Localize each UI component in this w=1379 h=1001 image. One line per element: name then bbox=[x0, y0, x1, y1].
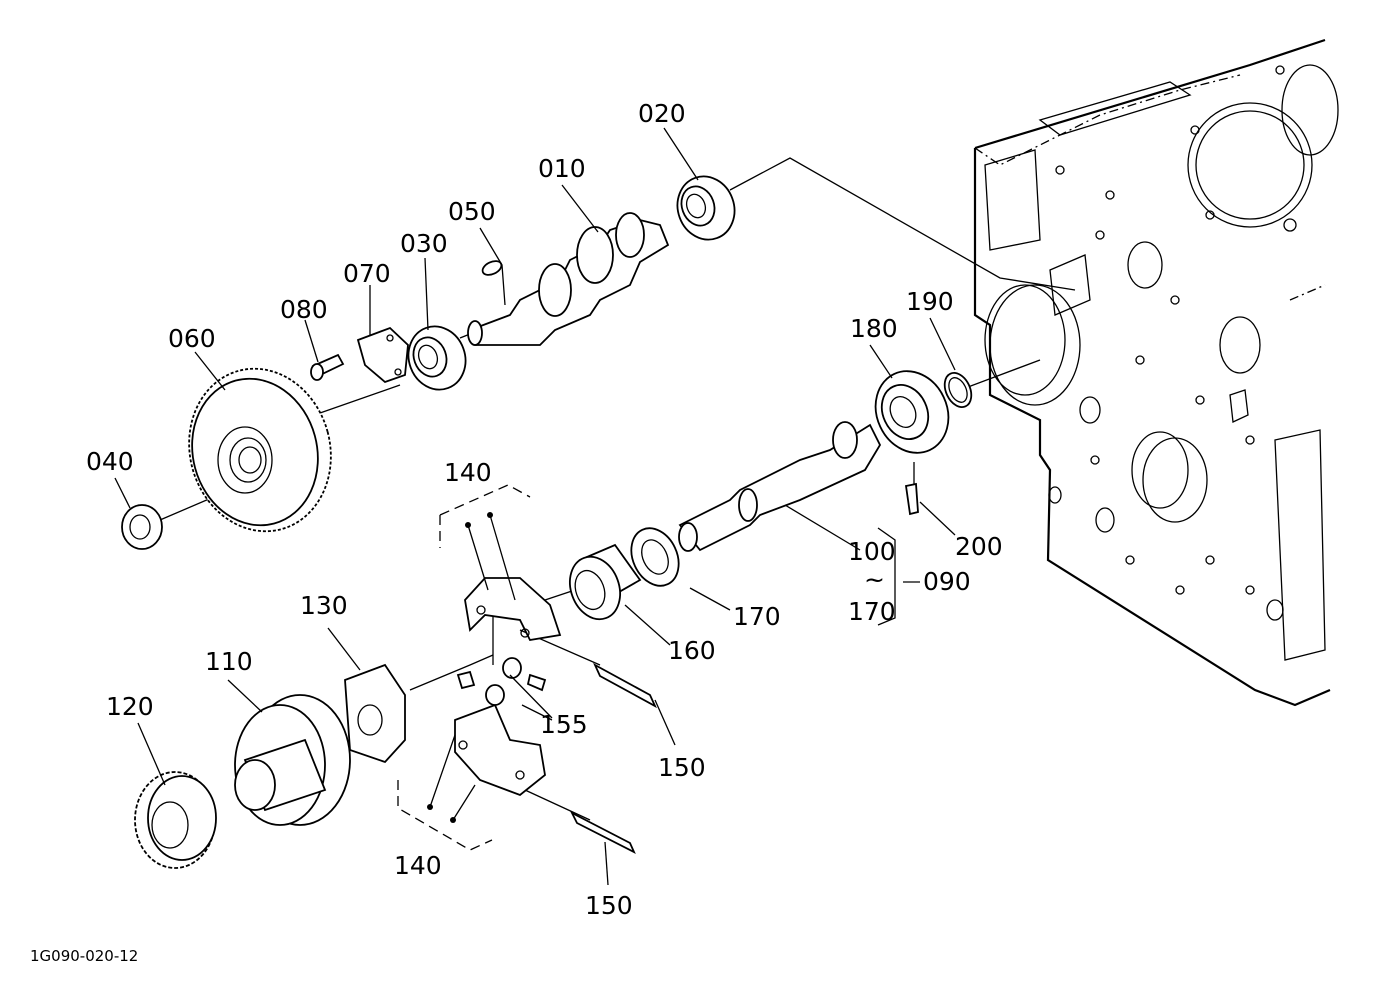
circlip-190 bbox=[943, 372, 973, 408]
label-020: 020 bbox=[638, 99, 686, 128]
part-group-140-lower bbox=[397, 734, 493, 851]
label-030: 030 bbox=[400, 229, 448, 258]
leader-lines bbox=[114, 127, 956, 886]
label-170-range: 170 bbox=[848, 597, 896, 626]
label-140-upper: 140 bbox=[444, 458, 492, 487]
label-060: 060 bbox=[168, 324, 216, 353]
label-180: 180 bbox=[850, 314, 898, 343]
label-150-upper: 150 bbox=[658, 753, 706, 782]
hub-110 bbox=[234, 694, 351, 826]
gear-120 bbox=[134, 771, 217, 869]
label-010: 010 bbox=[538, 154, 586, 183]
camshaft-010 bbox=[467, 212, 670, 346]
collar-155 bbox=[456, 657, 547, 706]
retainer-plate-070 bbox=[356, 326, 409, 384]
label-140-lower: 140 bbox=[394, 851, 442, 880]
bearing-020 bbox=[676, 175, 736, 241]
label-130: 130 bbox=[300, 591, 348, 620]
nut-040 bbox=[121, 504, 163, 550]
drawing-code: 1G090-020-12 bbox=[30, 947, 138, 965]
label-110: 110 bbox=[205, 647, 253, 676]
part-labels: 010 020 030 040 050 060 070 080 090 100 … bbox=[30, 99, 1003, 965]
governor-shaft-100 bbox=[678, 421, 882, 552]
pin-150-lower bbox=[569, 810, 636, 854]
washer-170 bbox=[630, 527, 680, 587]
pin-150-upper bbox=[593, 662, 657, 709]
range-bracket bbox=[877, 527, 920, 626]
label-090: 090 bbox=[923, 567, 971, 596]
label-080: 080 bbox=[280, 295, 328, 324]
label-170: 170 bbox=[733, 602, 781, 631]
engine-block bbox=[973, 38, 1339, 707]
bolt-080 bbox=[310, 353, 345, 381]
governor-weight-upper bbox=[464, 577, 562, 641]
bearing-180 bbox=[874, 370, 950, 454]
label-120: 120 bbox=[106, 692, 154, 721]
label-050: 050 bbox=[448, 197, 496, 226]
label-range-separator: ~ bbox=[864, 565, 885, 594]
part-group-140-upper bbox=[439, 484, 531, 601]
label-150-lower: 150 bbox=[585, 891, 633, 920]
bearing-030 bbox=[407, 325, 467, 391]
label-200: 200 bbox=[955, 532, 1003, 561]
holder-130 bbox=[344, 663, 406, 764]
label-100: 100 bbox=[848, 537, 896, 566]
label-160: 160 bbox=[668, 636, 716, 665]
label-070: 070 bbox=[343, 259, 391, 288]
sleeve-160 bbox=[569, 543, 642, 621]
cam-gear-060 bbox=[188, 367, 332, 533]
label-190: 190 bbox=[906, 287, 954, 316]
label-040: 040 bbox=[86, 447, 134, 476]
screw-200 bbox=[904, 462, 919, 516]
governor-weight-lower bbox=[454, 703, 546, 797]
label-155: 155 bbox=[540, 710, 588, 739]
